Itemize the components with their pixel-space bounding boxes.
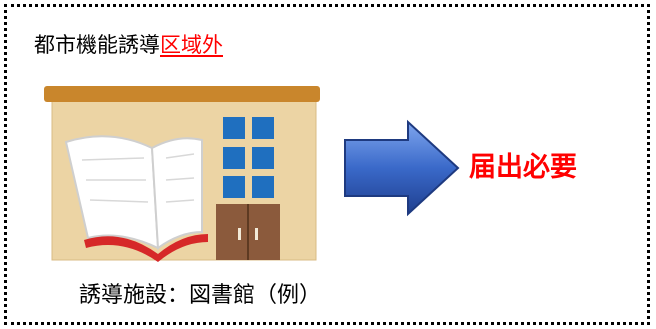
illustration bbox=[44, 86, 460, 262]
title-highlight: 区域外 bbox=[160, 33, 223, 57]
notification-required-label: 届出必要 bbox=[469, 152, 577, 183]
window-icon bbox=[223, 117, 274, 198]
open-book-icon bbox=[64, 135, 208, 262]
facility-caption: 誘導施設：図書館（例） bbox=[79, 283, 322, 308]
page-title: 都市機能誘導区域外 bbox=[34, 30, 223, 60]
title-prefix: 都市機能誘導 bbox=[34, 33, 160, 57]
dotted-frame bbox=[4, 4, 650, 325]
door-icon bbox=[216, 204, 280, 260]
right-arrow-icon bbox=[344, 119, 460, 217]
